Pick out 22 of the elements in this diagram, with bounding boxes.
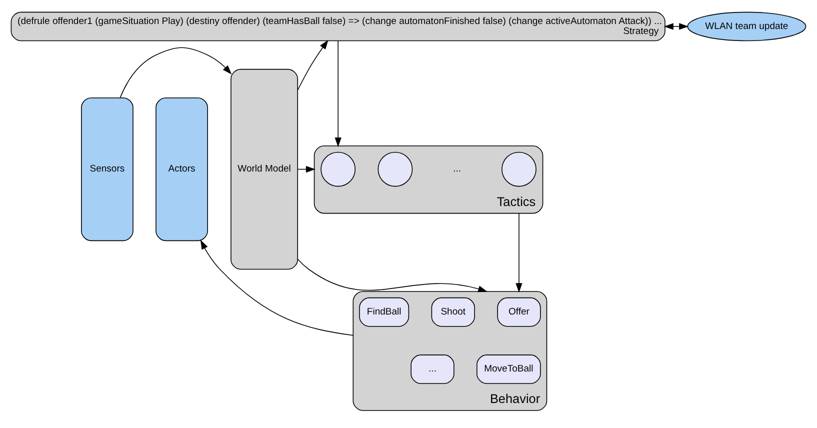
label: ...: [453, 163, 462, 174]
node-circle: [502, 151, 536, 186]
node-circle: [320, 151, 356, 186]
arrow: [664, 22, 689, 30]
arrow: [120, 46, 232, 98]
arrow: [297, 39, 328, 90]
arrow: [200, 239, 354, 336]
node-box: ...: [410, 354, 454, 384]
node-box: MoveToBall: [476, 354, 541, 384]
node-box: Offer: [497, 296, 541, 326]
node-box: Shoot: [431, 296, 475, 326]
arrow: [334, 40, 342, 147]
node-circle: [378, 151, 413, 186]
arrow: [297, 165, 316, 172]
node-ellipse: WLAN team update: [687, 11, 806, 41]
node-box: Actors: [156, 96, 208, 241]
node-box: FindBall: [359, 296, 410, 326]
arrow: [297, 258, 488, 292]
node-box: Sensors: [81, 96, 134, 241]
node-box: (defrule offender1 (gameSituation Play) (destiny offender) (teamHasBall false) => (change automatonFinished false) (change activeAutomaton Attack)) ... Strategy: [10, 11, 666, 41]
arrow: [516, 212, 522, 292]
node-box: World Model: [230, 68, 298, 270]
